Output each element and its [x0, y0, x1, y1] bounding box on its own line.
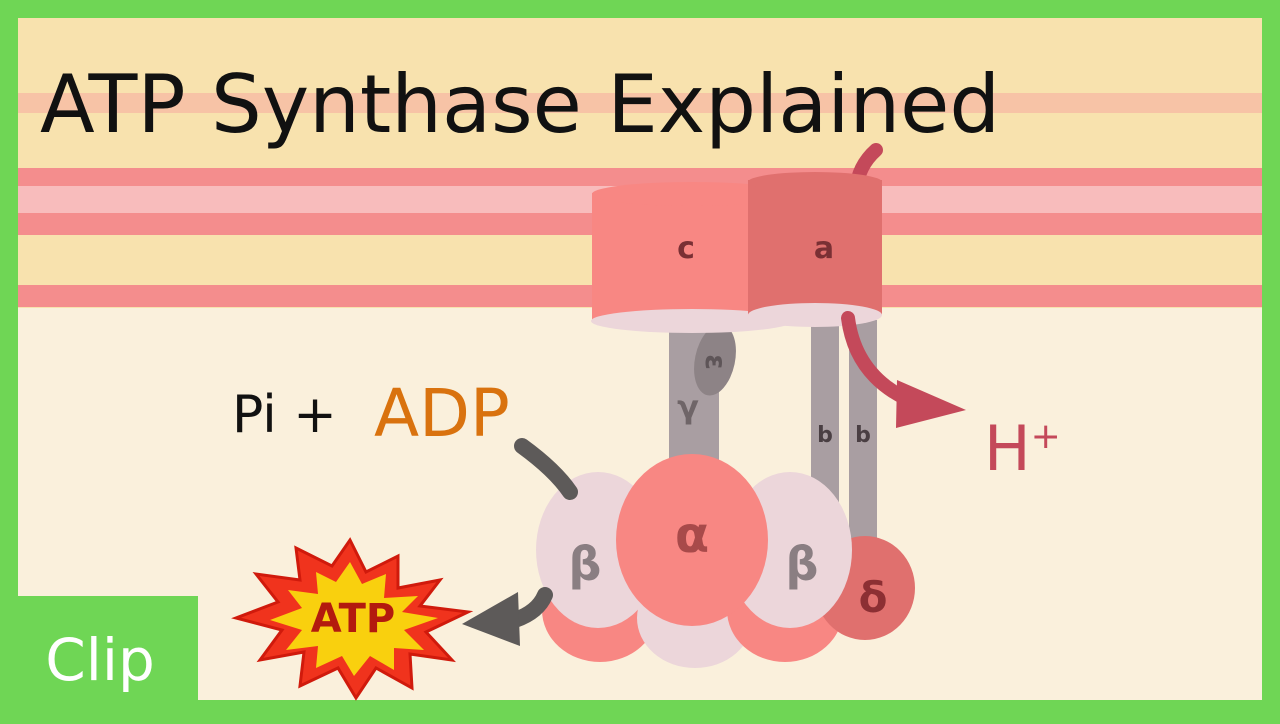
alpha-label: α	[675, 506, 709, 564]
product-arrowhead	[462, 592, 520, 646]
epsilon-label: ε	[699, 354, 732, 370]
atp-label: ATP	[311, 596, 395, 642]
c-label: c	[677, 231, 695, 266]
adp-label: ADP	[374, 375, 510, 452]
membrane-outer-stripe	[18, 168, 1262, 186]
b-left-label: b	[817, 423, 833, 448]
outgoing-proton-arrowhead	[896, 380, 966, 428]
alpha-subunit	[616, 454, 768, 626]
h-plus-label: H+	[984, 412, 1061, 485]
clip-badge	[18, 596, 198, 700]
atp-burst: ATP	[231, 537, 474, 701]
page-title: ATP Synthase Explained	[40, 58, 1000, 151]
substrate-arrow	[514, 438, 578, 500]
membrane-upper-stripe	[18, 93, 1262, 113]
epsilon-subunit	[694, 324, 736, 396]
delta-label: δ	[859, 573, 888, 622]
pi-plus-label: Pi +	[232, 385, 337, 445]
beta-right-label: β	[786, 537, 819, 591]
a-subunit: a	[748, 172, 882, 327]
b-right-label: b	[855, 423, 871, 448]
gamma-label: γ	[677, 388, 699, 426]
a-label: a	[814, 231, 834, 266]
clip-label: Clip	[45, 626, 155, 694]
beta-left-label: β	[569, 537, 602, 591]
